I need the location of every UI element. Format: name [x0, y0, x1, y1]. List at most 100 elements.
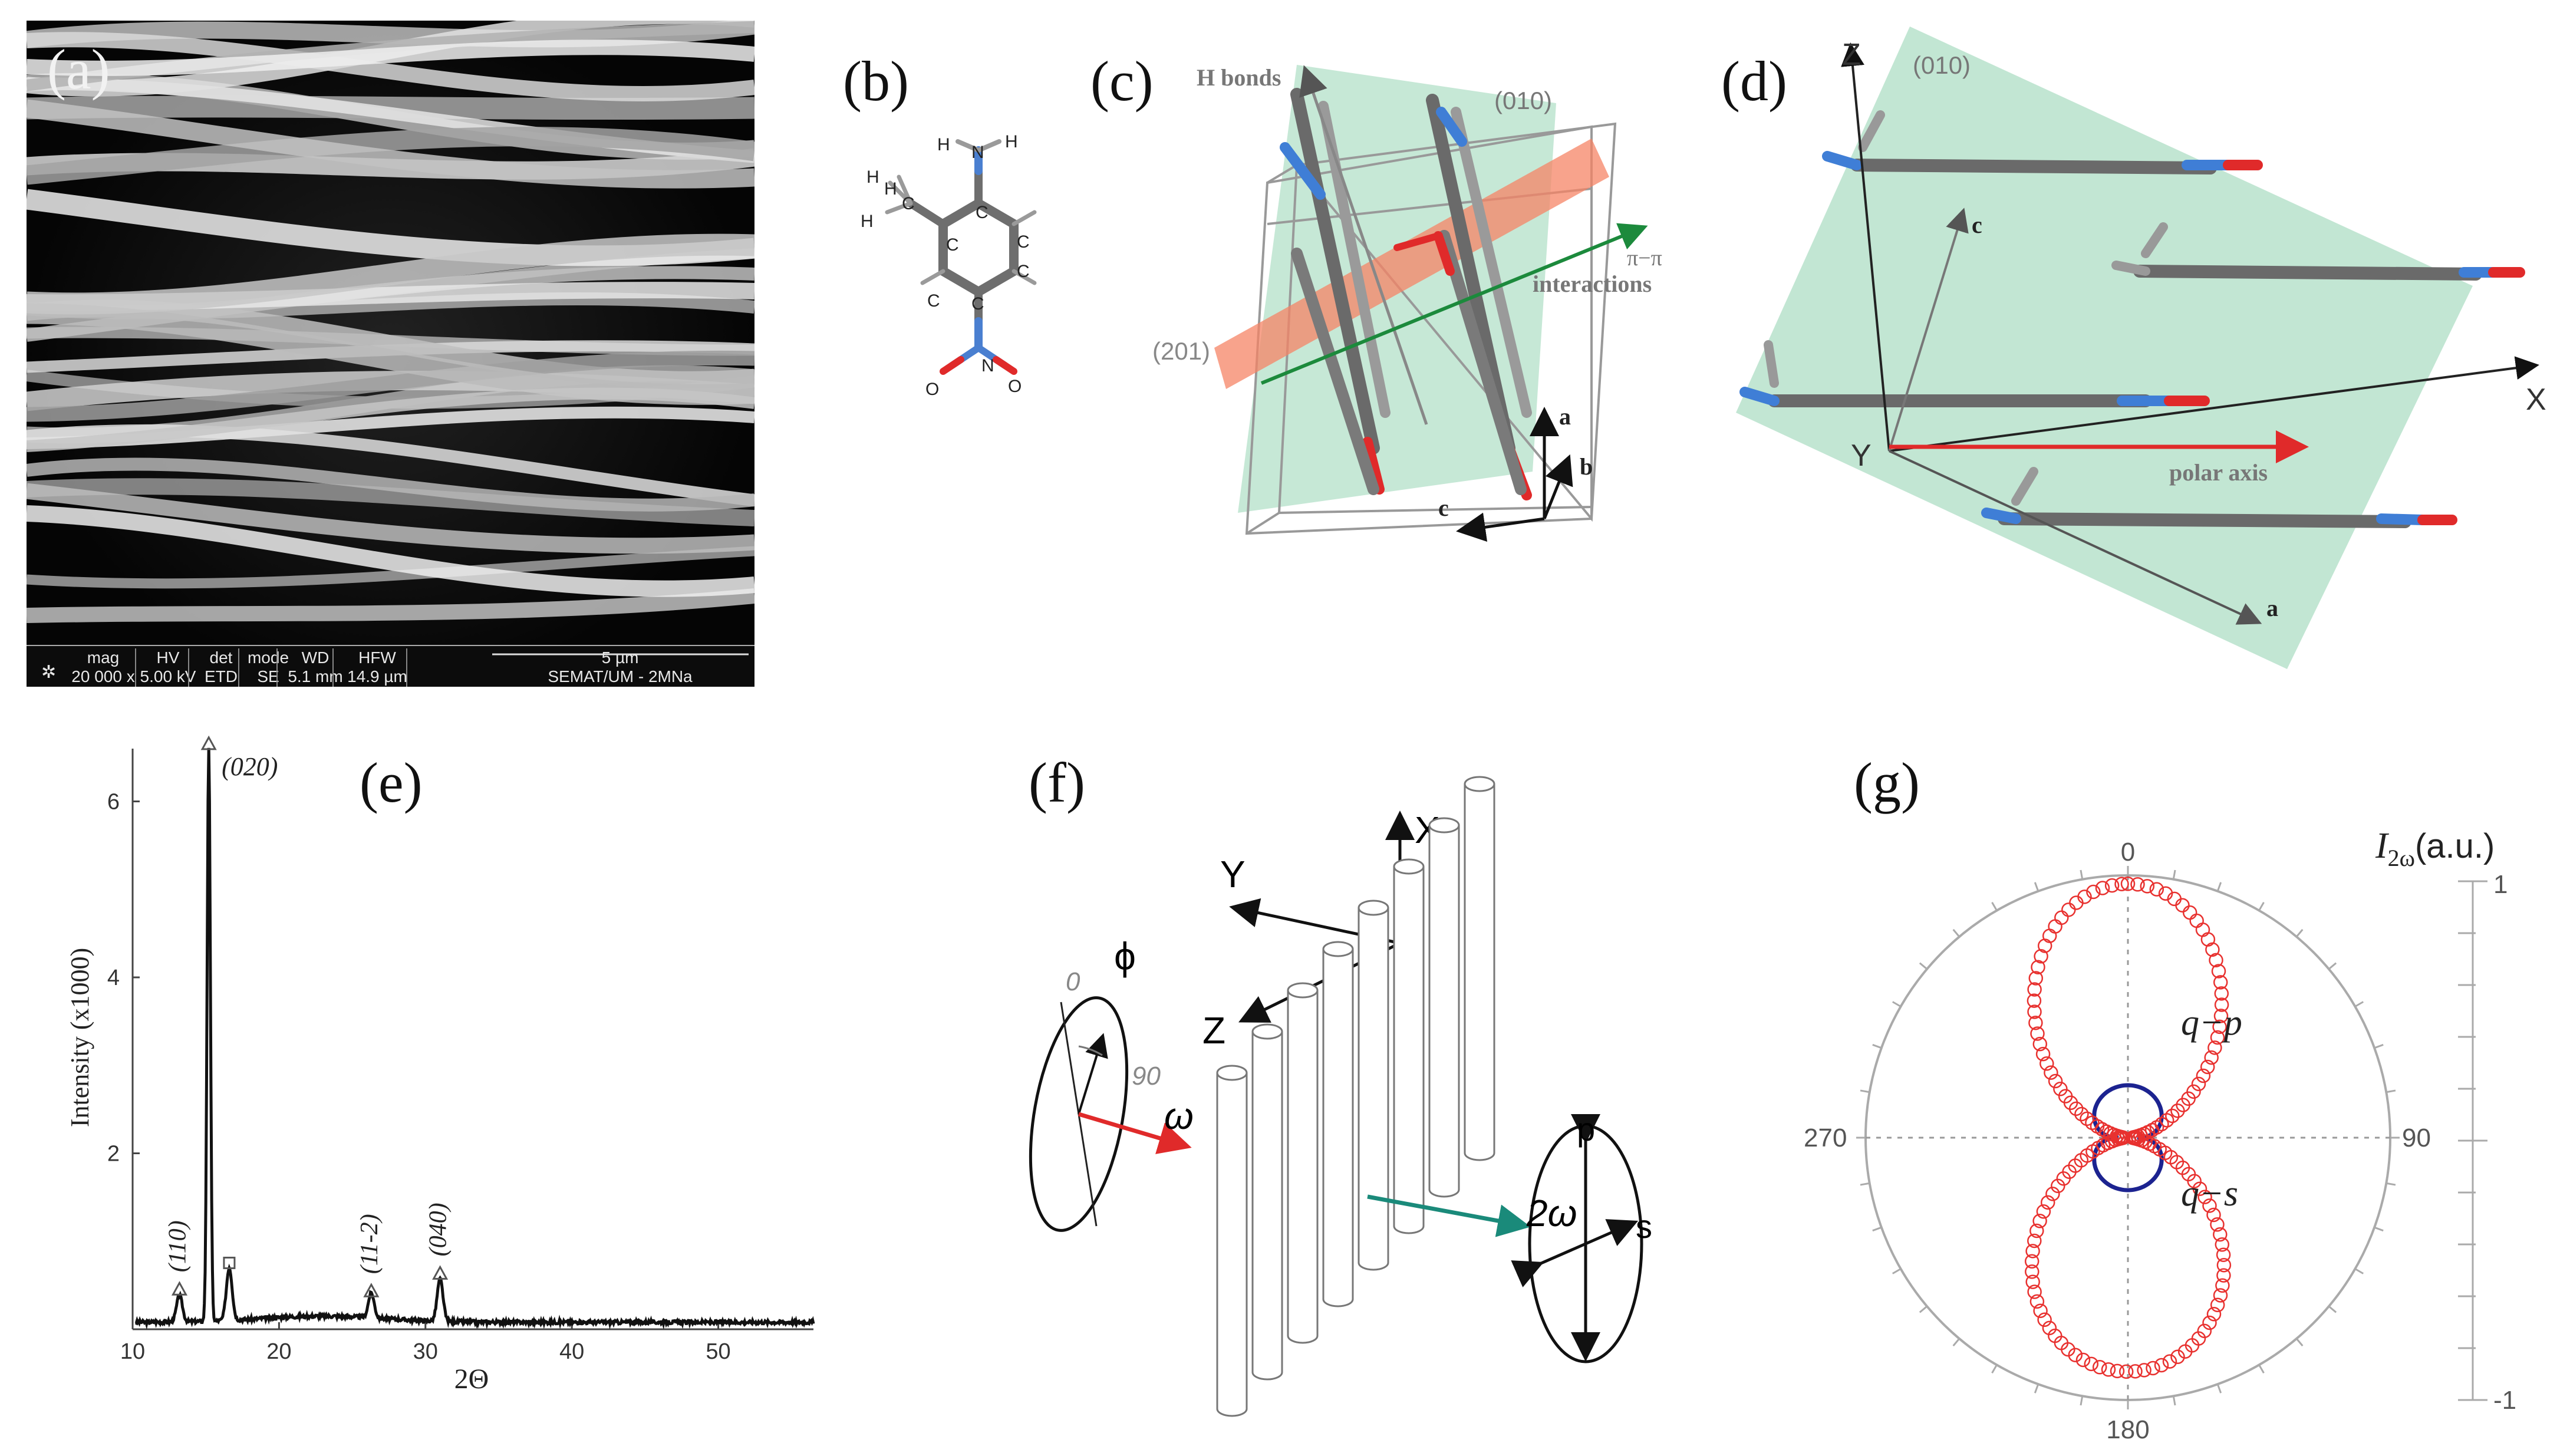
- pipi-label: π−π: [1627, 246, 1662, 271]
- q-p-point: [2036, 1204, 2051, 1219]
- q-p-point: [2192, 1181, 2207, 1196]
- polar-tick: [2258, 902, 2265, 911]
- q-p-point: [2027, 982, 2042, 997]
- q-p-point: [2209, 953, 2223, 968]
- q-p-point: [2216, 1247, 2231, 1262]
- q-p-point: [2210, 1030, 2225, 1045]
- xrd-peak-square: [223, 1256, 236, 1269]
- q-p-point: [2213, 1009, 2229, 1023]
- atom-h: H: [884, 179, 897, 199]
- q-p-point: [2189, 913, 2204, 928]
- q-p-point: [2084, 1356, 2099, 1372]
- q-p-point: [2170, 1103, 2185, 1118]
- q-p-point: [2128, 1364, 2143, 1379]
- axis-a-arrow-d: [1889, 450, 2262, 625]
- q-p-point: [2213, 1288, 2228, 1303]
- polar-tick: [2216, 882, 2222, 892]
- two-omega-label: 2ω: [1526, 1192, 1577, 1234]
- q-p-point: [2175, 898, 2190, 913]
- xrd-y-tick-label: 6: [107, 790, 120, 815]
- polar-tick: [2354, 1268, 2364, 1274]
- q-p-point: [2216, 1257, 2232, 1273]
- q-p-point: [2032, 1036, 2048, 1052]
- polar-tick: [1872, 1226, 1882, 1232]
- sem-value: 5.00 kV: [140, 667, 196, 686]
- q-p-point: [2137, 1363, 2151, 1378]
- q-p-point: [2027, 1233, 2042, 1249]
- plane-201-label: (201): [1152, 337, 1210, 365]
- polar-tick: [1991, 1364, 1998, 1373]
- axis-z-label: Z: [1842, 38, 1861, 72]
- sem-header: det: [210, 648, 233, 667]
- q-p-point: [2162, 1354, 2177, 1369]
- polar-tick: [1860, 1182, 1870, 1186]
- panel-g-label: (g): [1854, 751, 1920, 814]
- q-p-point: [2058, 1089, 2073, 1103]
- axis-b-arrow: [1543, 454, 1573, 519]
- sem-fiber: [27, 39, 754, 76]
- sem-fiber: [27, 546, 754, 589]
- angle-270-label: 270: [1804, 1124, 1847, 1152]
- atom-c: C: [927, 291, 940, 311]
- q-p-point: [2204, 1050, 2219, 1065]
- axis-x-label: X: [2526, 383, 2546, 417]
- q-p-label: q−p: [2181, 1003, 2242, 1043]
- fiber-cylinder: [1428, 817, 1460, 1198]
- q-p-point: [2104, 878, 2120, 893]
- atom-h: H: [1005, 132, 1018, 151]
- q-p-point: [2216, 1268, 2231, 1283]
- xrd-x-tick-label: 10: [120, 1339, 145, 1364]
- q-p-point: [2045, 1187, 2060, 1201]
- panel-f-label: (f): [1029, 751, 1085, 814]
- xrd-peak-label: (110): [164, 1220, 191, 1272]
- xrd-x-tick-label: 50: [706, 1339, 730, 1364]
- input-polarizer: [1029, 996, 1192, 1232]
- polar-tick: [2258, 1364, 2265, 1373]
- q-p-point: [2044, 1065, 2058, 1080]
- fiber-cylinder: [1464, 776, 1495, 1161]
- q-p-point: [2206, 1207, 2221, 1223]
- q-p-point: [2025, 1264, 2039, 1279]
- polar-tick: [2374, 1043, 2384, 1049]
- sem-fiber: [27, 424, 754, 507]
- sem-fibers: [27, 21, 754, 623]
- q-p-point: [2215, 1278, 2230, 1293]
- polar-tick: [2386, 1089, 2396, 1093]
- polar-tick: [2374, 1226, 2384, 1232]
- q-s-label: q−s: [2181, 1174, 2238, 1214]
- panel-d-polar-axis: (d): [1721, 27, 2546, 669]
- plane-010-d: [1736, 27, 2473, 669]
- q-p-point: [2048, 1073, 2063, 1089]
- q-p-point: [2024, 1254, 2039, 1269]
- q-p-point: [2029, 1294, 2045, 1309]
- panel-c-crystal-cell: (c): [1090, 50, 1662, 542]
- q-p-point: [2042, 1320, 2057, 1336]
- fiber-cylinder: [1393, 858, 1425, 1234]
- polar-tick: [2034, 1383, 2039, 1394]
- sem-fiber: [27, 457, 754, 512]
- atom-n: N: [981, 356, 994, 375]
- axis-x-arrow: [1889, 356, 2539, 452]
- q-p-point: [2215, 1237, 2230, 1252]
- q-p-point: [2212, 1019, 2227, 1035]
- polar-tick: [2172, 869, 2176, 880]
- q-p-point: [2187, 1174, 2202, 1188]
- fiber-cylinder: [1322, 941, 1354, 1307]
- hbonds-label: H bonds: [1197, 64, 1281, 91]
- fiber-cylinder: [1216, 1065, 1248, 1417]
- q-p-point: [2213, 1227, 2228, 1242]
- sem-header: HFW: [358, 648, 396, 667]
- atom-h: H: [937, 135, 950, 154]
- xrd-peak-triangle: [171, 1281, 188, 1296]
- fiber-cylinders: [1216, 776, 1495, 1417]
- q-p-point: [2030, 1026, 2045, 1041]
- polar-tick: [2328, 1305, 2337, 1313]
- xrd-peak-label: (040): [425, 1203, 452, 1256]
- stacked-molecules: [1739, 110, 2525, 528]
- panel-g-polar-plot: (g) 0 90 180 270 1 -1 I2ω(a.u.) q−p q−s: [1804, 751, 2516, 1444]
- p-label: p: [1577, 1111, 1595, 1148]
- radial-max-label: 1: [2493, 870, 2508, 899]
